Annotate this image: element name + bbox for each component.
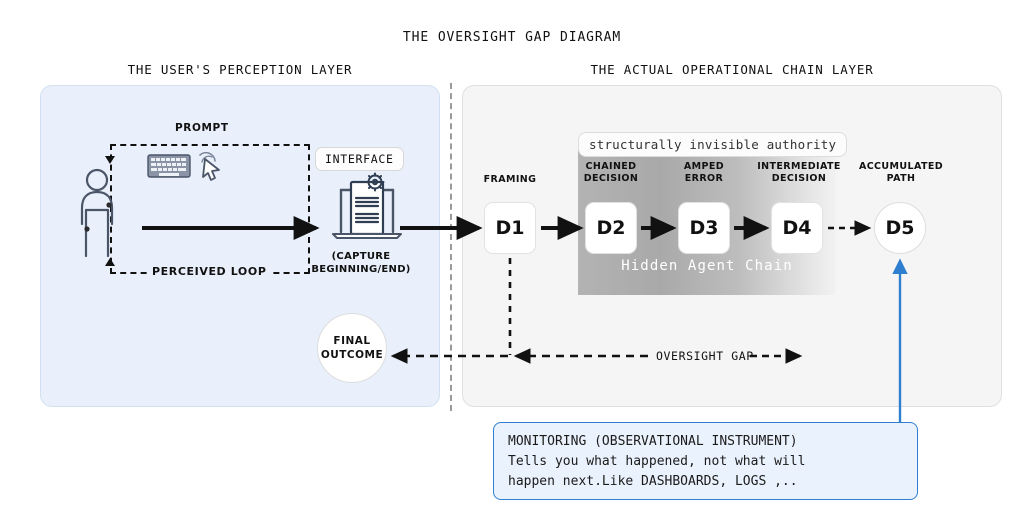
- right-panel-title: THE ACTUAL OPERATIONAL CHAIN LAYER: [590, 62, 874, 77]
- interface-pill: INTERFACE: [315, 147, 404, 171]
- decision-node-d5[interactable]: D5: [874, 202, 926, 254]
- capture-note-line1: (CAPTURE: [331, 251, 391, 262]
- node-label-d3: AMPED ERROR: [665, 161, 743, 185]
- node-label-d2-line1: CHAINED: [585, 161, 637, 172]
- final-outcome-node: FINAL OUTCOME: [317, 313, 387, 383]
- keyboard-icon: [147, 154, 191, 178]
- monitoring-line1: MONITORING (OBSERVATIONAL INSTRUMENT): [508, 434, 798, 449]
- structurally-invisible-authority-pill: structurally invisible authority: [578, 132, 848, 157]
- node-label-d1: FRAMING: [470, 174, 550, 186]
- node-label-d4: INTERMEDIATE DECISION: [750, 161, 848, 185]
- laptop-interface-icon: [332, 172, 402, 239]
- capture-note-line2: BEGINNING/END): [311, 264, 411, 275]
- node-label-d5-line1: ACCUMULATED: [858, 161, 944, 172]
- panel-divider: [450, 83, 452, 411]
- prompt-label: PROMPT: [175, 122, 229, 134]
- cursor-click-icon: [199, 152, 220, 181]
- node-label-d3-line1: AMPED: [683, 161, 725, 172]
- monitoring-callout: MONITORING (OBSERVATIONAL INSTRUMENT) Te…: [493, 422, 918, 500]
- oversight-gap-label: OVERSIGHT GAP: [650, 349, 760, 363]
- node-label-d4-line2: DECISION: [771, 173, 827, 184]
- perceived-loop-label: PERCEIVED LOOP: [148, 265, 271, 278]
- node-label-d4-line1: INTERMEDIATE: [757, 161, 841, 172]
- node-label-d1-line1: FRAMING: [483, 174, 537, 185]
- final-outcome-line2: OUTCOME: [320, 349, 384, 361]
- hidden-agent-chain-label: Hidden Agent Chain: [621, 258, 793, 274]
- person-icon: [80, 168, 114, 258]
- decision-node-d1[interactable]: D1: [484, 202, 536, 254]
- page-title: THE OVERSIGHT GAP DIAGRAM: [402, 30, 622, 45]
- decision-node-d3[interactable]: D3: [678, 202, 730, 254]
- monitoring-line3: happen next.Like DASHBOARDS, LOGS ,..: [508, 474, 798, 489]
- node-label-d2-line2: DECISION: [583, 173, 639, 184]
- loop-arrow-down-icon: [105, 156, 115, 164]
- decision-node-d4[interactable]: D4: [771, 202, 823, 254]
- final-outcome-line1: FINAL: [333, 335, 371, 347]
- capture-note: (CAPTURE BEGINNING/END): [296, 250, 426, 276]
- loop-arrow-up-icon: [105, 258, 115, 266]
- node-label-d5-line2: PATH: [886, 173, 916, 184]
- decision-node-d2[interactable]: D2: [585, 202, 637, 254]
- node-label-d3-line2: ERROR: [684, 173, 724, 184]
- node-label-d2: CHAINED DECISION: [572, 161, 650, 185]
- node-label-d5: ACCUMULATED PATH: [856, 161, 946, 185]
- monitoring-line2: Tells you what happened, not what will: [508, 454, 806, 469]
- left-panel-title: THE USER'S PERCEPTION LAYER: [127, 62, 353, 77]
